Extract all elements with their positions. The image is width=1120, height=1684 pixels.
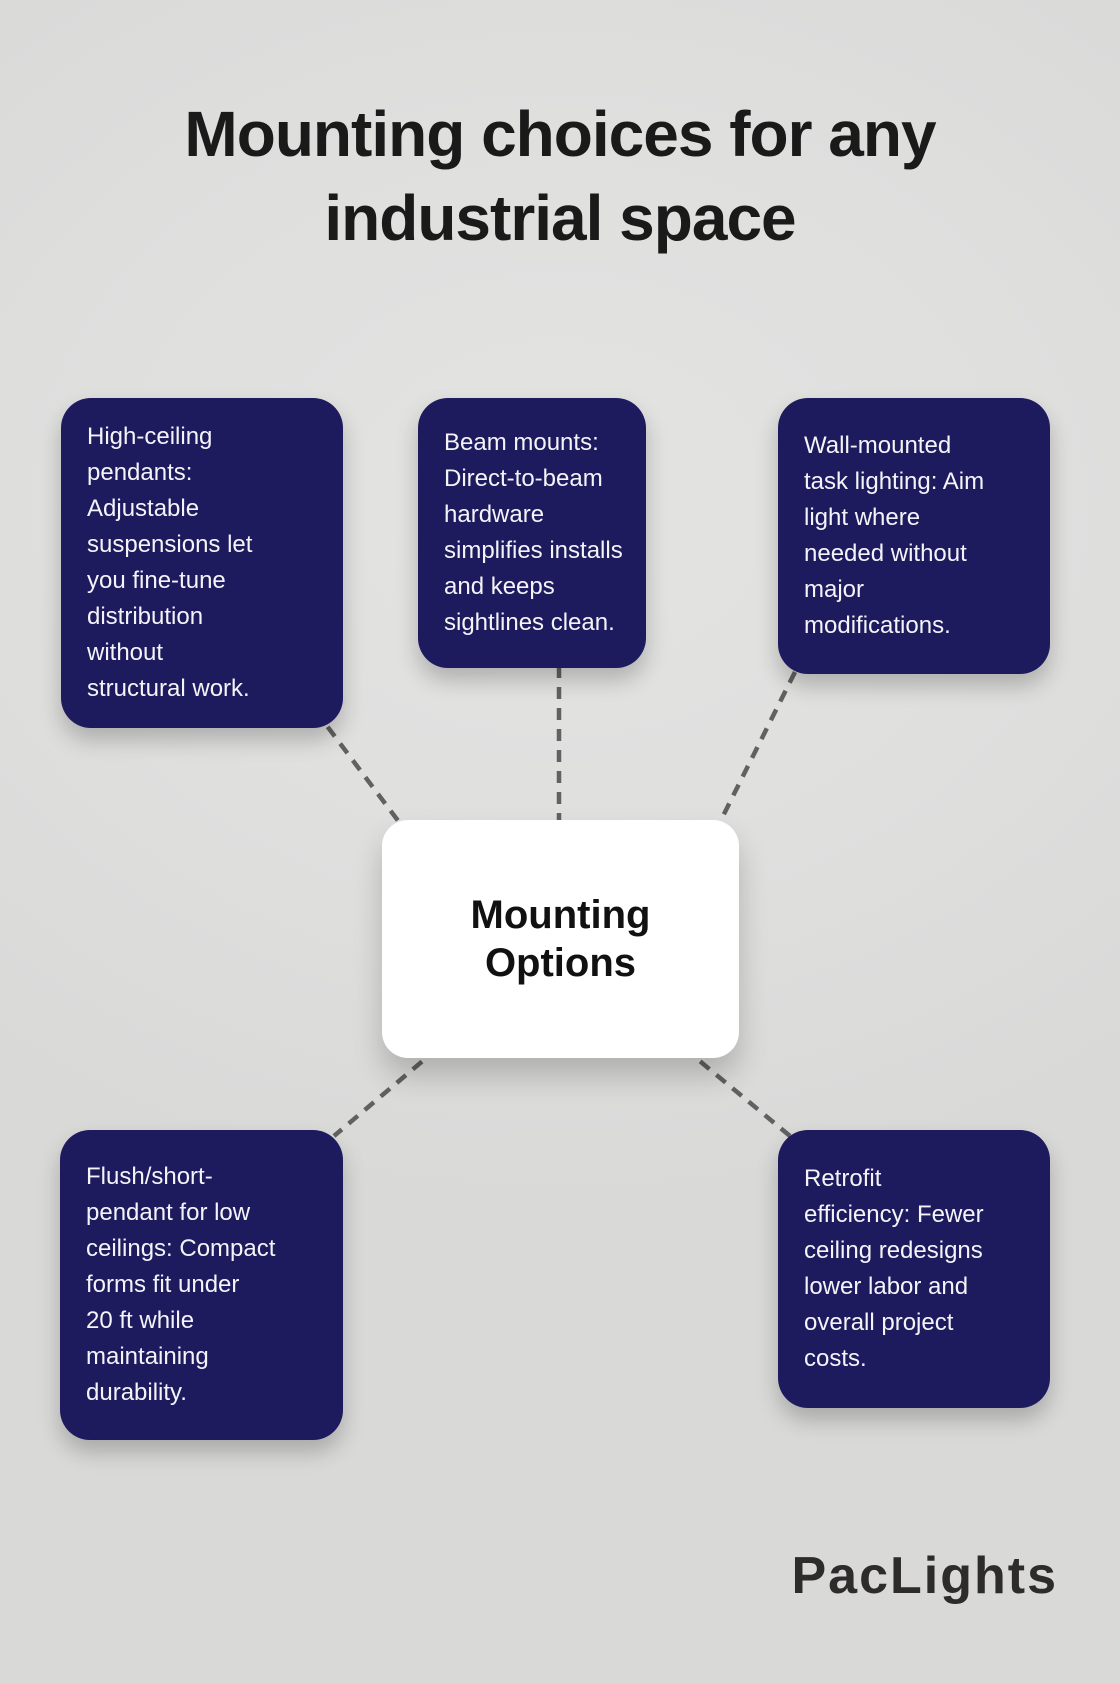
connector-top-left — [313, 708, 404, 828]
node-mounting-options-center: Mounting Options — [382, 820, 739, 1058]
connector-bottom-right — [682, 1046, 792, 1138]
node-text: Wall-mounted task lighting: Aim light wh… — [804, 432, 985, 639]
node-retrofit-efficiency: Retrofit efficiency: Fewer ceiling redes… — [778, 1130, 1050, 1408]
connector-top-right — [715, 670, 798, 828]
connector-bottom-left — [332, 1046, 440, 1138]
node-text: Retrofit efficiency: Fewer ceiling redes… — [804, 1165, 984, 1372]
node-beam-mounts: Beam mounts: Direct-to-beam hardware sim… — [418, 398, 646, 668]
node-text: Flush/short- pendant for low ceilings: C… — [86, 1163, 276, 1406]
node-wall-mounted-task-lighting: Wall-mounted task lighting: Aim light wh… — [778, 398, 1050, 674]
center-node-label: Mounting Options — [470, 893, 651, 985]
node-flush-short-pendant: Flush/short- pendant for low ceilings: C… — [60, 1130, 343, 1440]
node-high-ceiling-pendants: High-ceiling pendants: Adjustable suspen… — [61, 398, 343, 728]
page-title: Mounting choices for any industrial spac… — [184, 98, 936, 254]
node-text: High-ceiling pendants: Adjustable suspen… — [87, 423, 253, 702]
node-text: Beam mounts: Direct-to-beam hardware sim… — [444, 429, 623, 636]
paclights-logo: PacLights — [791, 1547, 1058, 1605]
